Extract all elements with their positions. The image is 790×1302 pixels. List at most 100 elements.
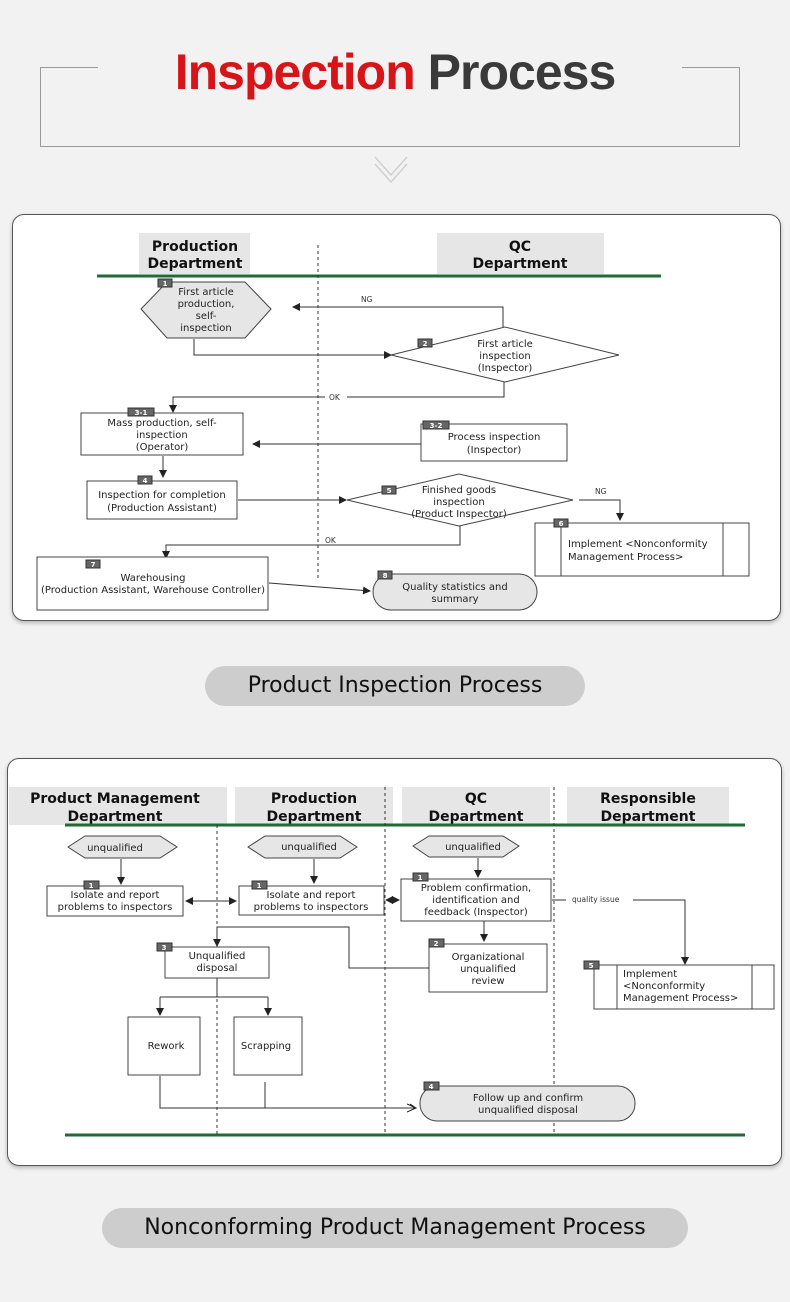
svg-text:Department: Department — [601, 809, 696, 825]
svg-text:disposal: disposal — [197, 963, 238, 974]
svg-text:Process inspection: Process inspection — [448, 432, 541, 443]
double-chevron-down-icon — [374, 156, 408, 183]
svg-text:Rework: Rework — [148, 1041, 185, 1052]
edge-label-ok-bottom: OK — [325, 536, 337, 545]
svg-text:review: review — [471, 976, 504, 987]
svg-text:1: 1 — [163, 280, 168, 288]
edge-1-to-2 — [193, 339, 392, 359]
title-frame — [40, 67, 740, 147]
svg-text:Department: Department — [68, 809, 163, 825]
edge-qc2-to-disposal — [213, 926, 429, 969]
title-red-word: Inspection — [174, 44, 416, 100]
svg-text:Responsible: Responsible — [600, 791, 696, 807]
svg-text:Department: Department — [429, 809, 524, 825]
svg-text:problems to inspectors: problems to inspectors — [254, 902, 369, 913]
edge-label-quality-issue: quality issue — [572, 895, 620, 904]
svg-text:Department: Department — [148, 256, 243, 272]
trigger-unqualified-production: unqualified — [247, 835, 358, 859]
svg-text:identification and: identification and — [432, 895, 519, 906]
svg-text:4: 4 — [429, 1083, 434, 1091]
svg-text:unqualified: unqualified — [281, 842, 337, 853]
lane-header-product-management: Product Management Department — [9, 787, 227, 825]
step-1-production-isolate-report: 1 Isolate and report problems to inspect… — [238, 880, 385, 916]
svg-text:inspection: inspection — [136, 430, 187, 441]
edge-rework-scrapping-to-followup — [159, 1076, 416, 1108]
step-1-qc-problem-confirmation: 1 Problem confirmation, identification a… — [400, 872, 552, 922]
svg-text:Scrapping: Scrapping — [241, 1041, 291, 1052]
step-rework: Rework — [127, 1016, 201, 1076]
svg-text:inspection: inspection — [433, 497, 484, 508]
nonconforming-diagram: Product Management Department Production… — [7, 758, 782, 1166]
svg-text:inspection: inspection — [479, 351, 530, 362]
svg-text:Warehousing: Warehousing — [121, 573, 186, 584]
page-title: Inspection Process — [0, 42, 790, 102]
svg-text:7: 7 — [91, 561, 96, 569]
svg-text:First article: First article — [477, 339, 533, 350]
svg-text:(Production Assistant): (Production Assistant) — [107, 503, 217, 514]
svg-text:unqualified: unqualified — [460, 964, 516, 975]
edge-label-ng: NG — [361, 295, 373, 304]
edge-ng-5-to-6 — [579, 499, 624, 521]
svg-text:Implement <Nonconformity: Implement <Nonconformity — [568, 539, 708, 550]
title-dark-word: Process — [427, 44, 617, 100]
svg-text:1: 1 — [89, 882, 94, 890]
edge-ok-5-to-7 — [162, 526, 461, 559]
svg-text:3: 3 — [162, 944, 167, 952]
svg-text:(Production Assistant, Warehou: (Production Assistant, Warehouse Control… — [41, 585, 265, 596]
step-5-nonconformity-process: 5 Implement <Nonconformity Management Pr… — [583, 960, 775, 1010]
svg-text:Unqualified: Unqualified — [189, 951, 246, 962]
svg-text:8: 8 — [383, 572, 388, 580]
svg-text:2: 2 — [434, 940, 439, 948]
svg-text:production,: production, — [178, 299, 235, 310]
step-7-warehousing: 7 Warehousing (Production Assistant, War… — [36, 556, 269, 611]
svg-text:unqualified: unqualified — [445, 842, 501, 853]
svg-text:1: 1 — [257, 882, 262, 890]
svg-text:Management Process>: Management Process> — [623, 993, 738, 1004]
svg-text:(Inspector): (Inspector) — [478, 363, 533, 374]
lane-header-production: Production Department — [139, 233, 250, 274]
svg-text:Quality statistics and: Quality statistics and — [402, 582, 507, 593]
step-4-inspection-for-completion: 4 Inspection for completion (Production … — [86, 475, 238, 520]
svg-text:QC: QC — [509, 239, 531, 255]
svg-text:Inspection for completion: Inspection for completion — [98, 490, 226, 501]
svg-text:6: 6 — [559, 520, 564, 528]
svg-text:(Product Inspector): (Product Inspector) — [411, 509, 507, 520]
svg-text:summary: summary — [431, 594, 478, 605]
trigger-unqualified-pm: unqualified — [67, 835, 178, 859]
svg-text:inspection: inspection — [180, 323, 231, 334]
svg-text:problems to inspectors: problems to inspectors — [58, 902, 173, 913]
svg-text:3-1: 3-1 — [135, 409, 148, 417]
caption-nonconforming: Nonconforming Product Management Process — [102, 1208, 688, 1248]
step-5-finished-goods-inspection: 5 Finished goods inspection (Product Ins… — [346, 473, 574, 527]
svg-text:5: 5 — [589, 962, 594, 970]
svg-text:Follow up and confirm: Follow up and confirm — [473, 1093, 583, 1104]
svg-text:(Operator): (Operator) — [136, 442, 189, 453]
svg-text:feedback (Inspector): feedback (Inspector) — [424, 907, 528, 918]
svg-text:5: 5 — [387, 487, 392, 495]
svg-text:4: 4 — [143, 477, 148, 485]
svg-text:unqualified: unqualified — [87, 843, 143, 854]
lane-header-qc: QC Department — [402, 787, 550, 825]
svg-text:Organizational: Organizational — [452, 952, 525, 963]
step-2-organizational-review: 2 Organizational unqualified review — [428, 938, 548, 993]
step-6-nonconformity-process: 6 Implement <Nonconformity Management Pr… — [534, 518, 750, 577]
lane-header-responsible: Responsible Department — [567, 787, 729, 825]
title-frame-top-left — [40, 67, 98, 68]
svg-text:Finished goods: Finished goods — [422, 485, 496, 496]
step-2-first-article-inspection: 2 First article inspection (Inspector) — [390, 326, 620, 383]
svg-text:Product Management: Product Management — [30, 791, 200, 807]
svg-text:(Inspector): (Inspector) — [467, 445, 522, 456]
step-scrapping: Scrapping — [233, 1016, 303, 1076]
svg-text:self-: self- — [196, 311, 217, 322]
edge-ng-2-to-1 — [292, 303, 504, 330]
lane-header-production: Production Department — [235, 787, 393, 825]
svg-text:Isolate and report: Isolate and report — [267, 890, 356, 901]
title-frame-top-right — [682, 67, 740, 68]
edge-qc-to-step5 — [633, 899, 689, 965]
svg-text:QC: QC — [465, 791, 487, 807]
edge-7-to-8 — [268, 582, 371, 595]
step-3-1-mass-production: 3-1 Mass production, self- inspection (O… — [80, 407, 244, 456]
svg-text:Mass production, self-: Mass production, self- — [107, 418, 217, 429]
step-3-unqualified-disposal: 3 Unqualified disposal — [156, 942, 270, 979]
svg-text:Isolate and report: Isolate and report — [71, 890, 160, 901]
